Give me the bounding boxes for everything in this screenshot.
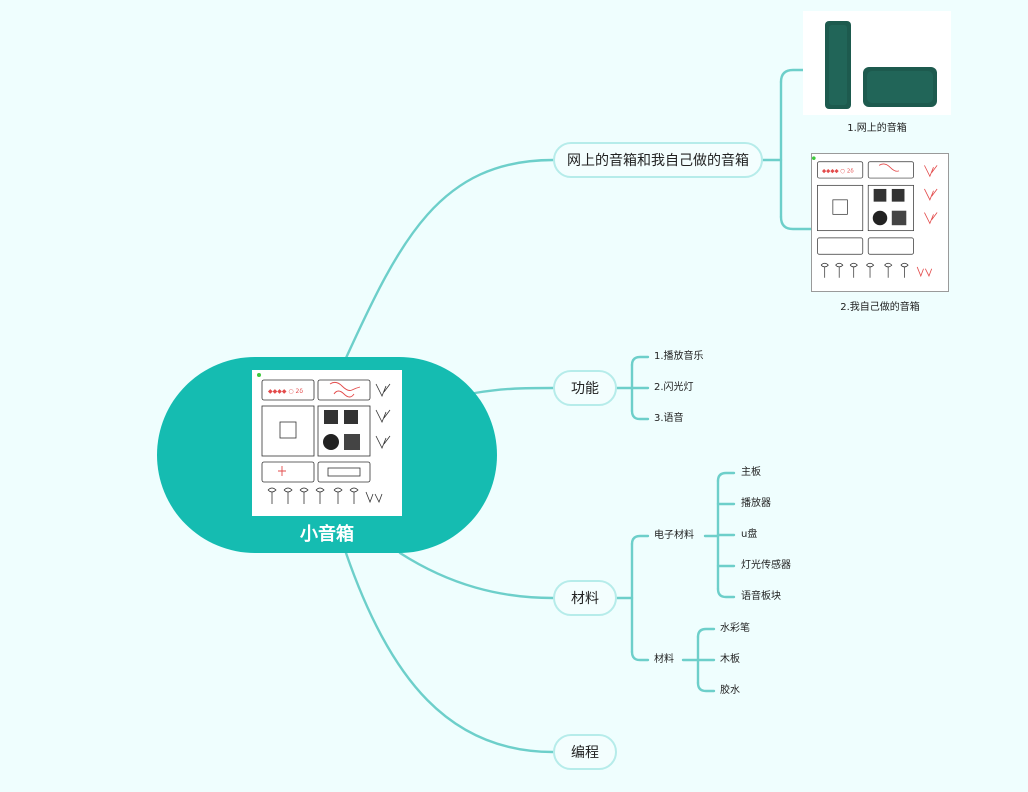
- my-speaker-image: ◆◆◆◆ ○ 2δ: [811, 153, 949, 292]
- root-image-speaker-sketch: ◆◆◆◆ ○ 2δ: [252, 370, 402, 516]
- other-material-item-3[interactable]: 胶水: [720, 685, 740, 696]
- branch-programming[interactable]: 编程: [553, 734, 617, 770]
- electronic-item-3[interactable]: u盘: [741, 529, 758, 540]
- electronic-item-1[interactable]: 主板: [741, 467, 761, 478]
- electronic-item-4[interactable]: 灯光传感器: [741, 560, 791, 571]
- online-speaker-image: [803, 11, 951, 115]
- branch-function[interactable]: 功能: [553, 370, 617, 406]
- materials-other[interactable]: 材料: [654, 654, 674, 665]
- image-caption-mine: 2.我自己做的音箱: [840, 302, 920, 313]
- branch-compare[interactable]: 网上的音箱和我自己做的音箱: [553, 142, 763, 178]
- image-caption-online: 1.网上的音箱: [847, 123, 907, 134]
- function-item-3[interactable]: 3.语音: [654, 413, 684, 424]
- branch-materials[interactable]: 材料: [553, 580, 617, 616]
- electronic-item-2[interactable]: 播放器: [741, 498, 771, 509]
- svg-text:◆◆◆◆ ○ 2δ: ◆◆◆◆ ○ 2δ: [822, 169, 854, 175]
- other-material-item-2[interactable]: 木板: [720, 654, 740, 665]
- root-title: 小音箱: [300, 524, 354, 545]
- electronic-item-5[interactable]: 语音板块: [741, 591, 781, 602]
- function-item-1[interactable]: 1.播放音乐: [654, 351, 704, 362]
- function-item-2[interactable]: 2.闪光灯: [654, 382, 694, 393]
- svg-text:◆◆◆◆ ○ 2δ: ◆◆◆◆ ○ 2δ: [268, 388, 303, 395]
- other-material-item-1[interactable]: 水彩笔: [720, 623, 750, 634]
- materials-electronic[interactable]: 电子材料: [654, 530, 694, 541]
